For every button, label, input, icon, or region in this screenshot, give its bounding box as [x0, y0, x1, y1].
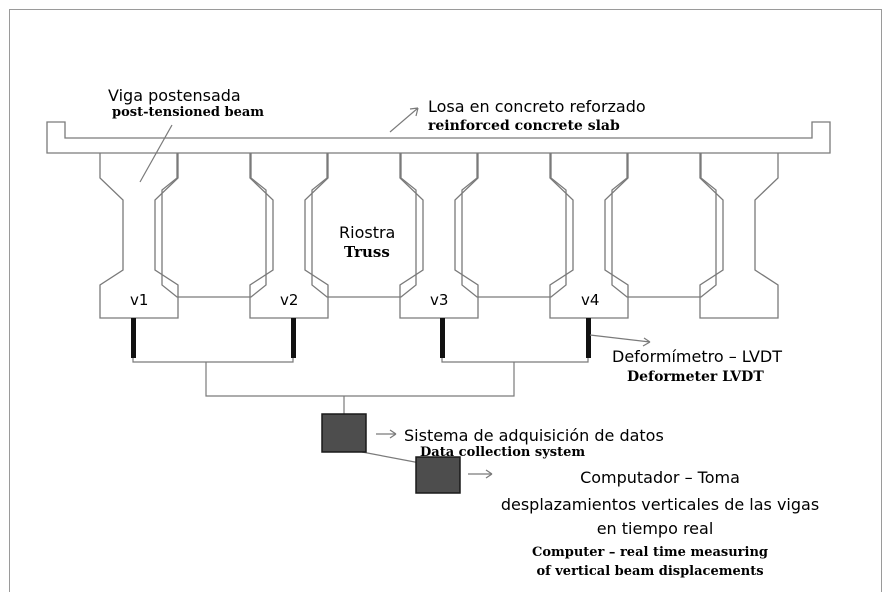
computer-label-en-line2: of vertical beam displacements [536, 564, 764, 579]
beam-id-v4: v4 [581, 291, 600, 309]
truss-label-en: Truss [344, 243, 390, 261]
computer-label-en-line1: Computer – real time measuring [531, 545, 769, 560]
leader-arrows [139, 107, 651, 479]
daq-label-en: Data collection system [420, 445, 586, 460]
truss-1 [161, 153, 267, 298]
beam-id-v3: v3 [430, 291, 449, 309]
truss-label-es: Riostra [339, 223, 396, 242]
computer-label-es-line3: en tiempo real [596, 519, 714, 538]
deck-slab [46, 121, 831, 154]
lvdt-sensor-v1 [131, 318, 136, 358]
girder-2 [249, 153, 329, 319]
arrow-beam [139, 124, 173, 183]
lvdt-sensor-v4 [586, 318, 591, 358]
wire-bus [205, 362, 515, 397]
girder-3 [399, 153, 479, 319]
truss-4 [611, 153, 717, 298]
lvdt-sensor-v3 [440, 318, 445, 358]
wire-pair-left [132, 358, 294, 363]
computer-label-es-line2: desplazamientos verticales de las vigas [500, 495, 820, 514]
lvdt-label-en: Deformeter LVDT [627, 369, 764, 385]
figure-border [9, 9, 882, 592]
truss-3 [461, 153, 567, 298]
beam-label-es: Viga postensada [108, 86, 241, 105]
lvdt-sensor-v2 [291, 318, 296, 358]
arrow-daq [376, 429, 397, 439]
slab-label-en: reinforced concrete slab [428, 118, 620, 134]
slab-label-es: Losa en concreto reforzado [428, 97, 646, 116]
daq-label-es: Sistema de adquisición de datos [404, 426, 664, 445]
beam-label-en: post-tensioned beam [112, 105, 265, 120]
lvdt-label-es: Deformímetro – LVDT [612, 347, 782, 366]
truss-2 [311, 153, 417, 298]
computer-label-es-line1: Computador – Toma [580, 468, 740, 487]
girder-5 [699, 153, 779, 319]
beam-id-v1: v1 [130, 291, 149, 309]
arrow-slab [389, 107, 419, 133]
lvdt-sensors [131, 318, 591, 358]
daq-box [321, 413, 367, 453]
girder-1 [99, 153, 179, 319]
computer-box [415, 456, 461, 494]
wiring [132, 358, 589, 467]
wire-pair-right [441, 358, 589, 363]
arrow-lvdt [589, 334, 651, 347]
arrow-computer [468, 469, 493, 479]
beam-id-v2: v2 [280, 291, 299, 309]
bridge-cross-section [46, 121, 831, 319]
